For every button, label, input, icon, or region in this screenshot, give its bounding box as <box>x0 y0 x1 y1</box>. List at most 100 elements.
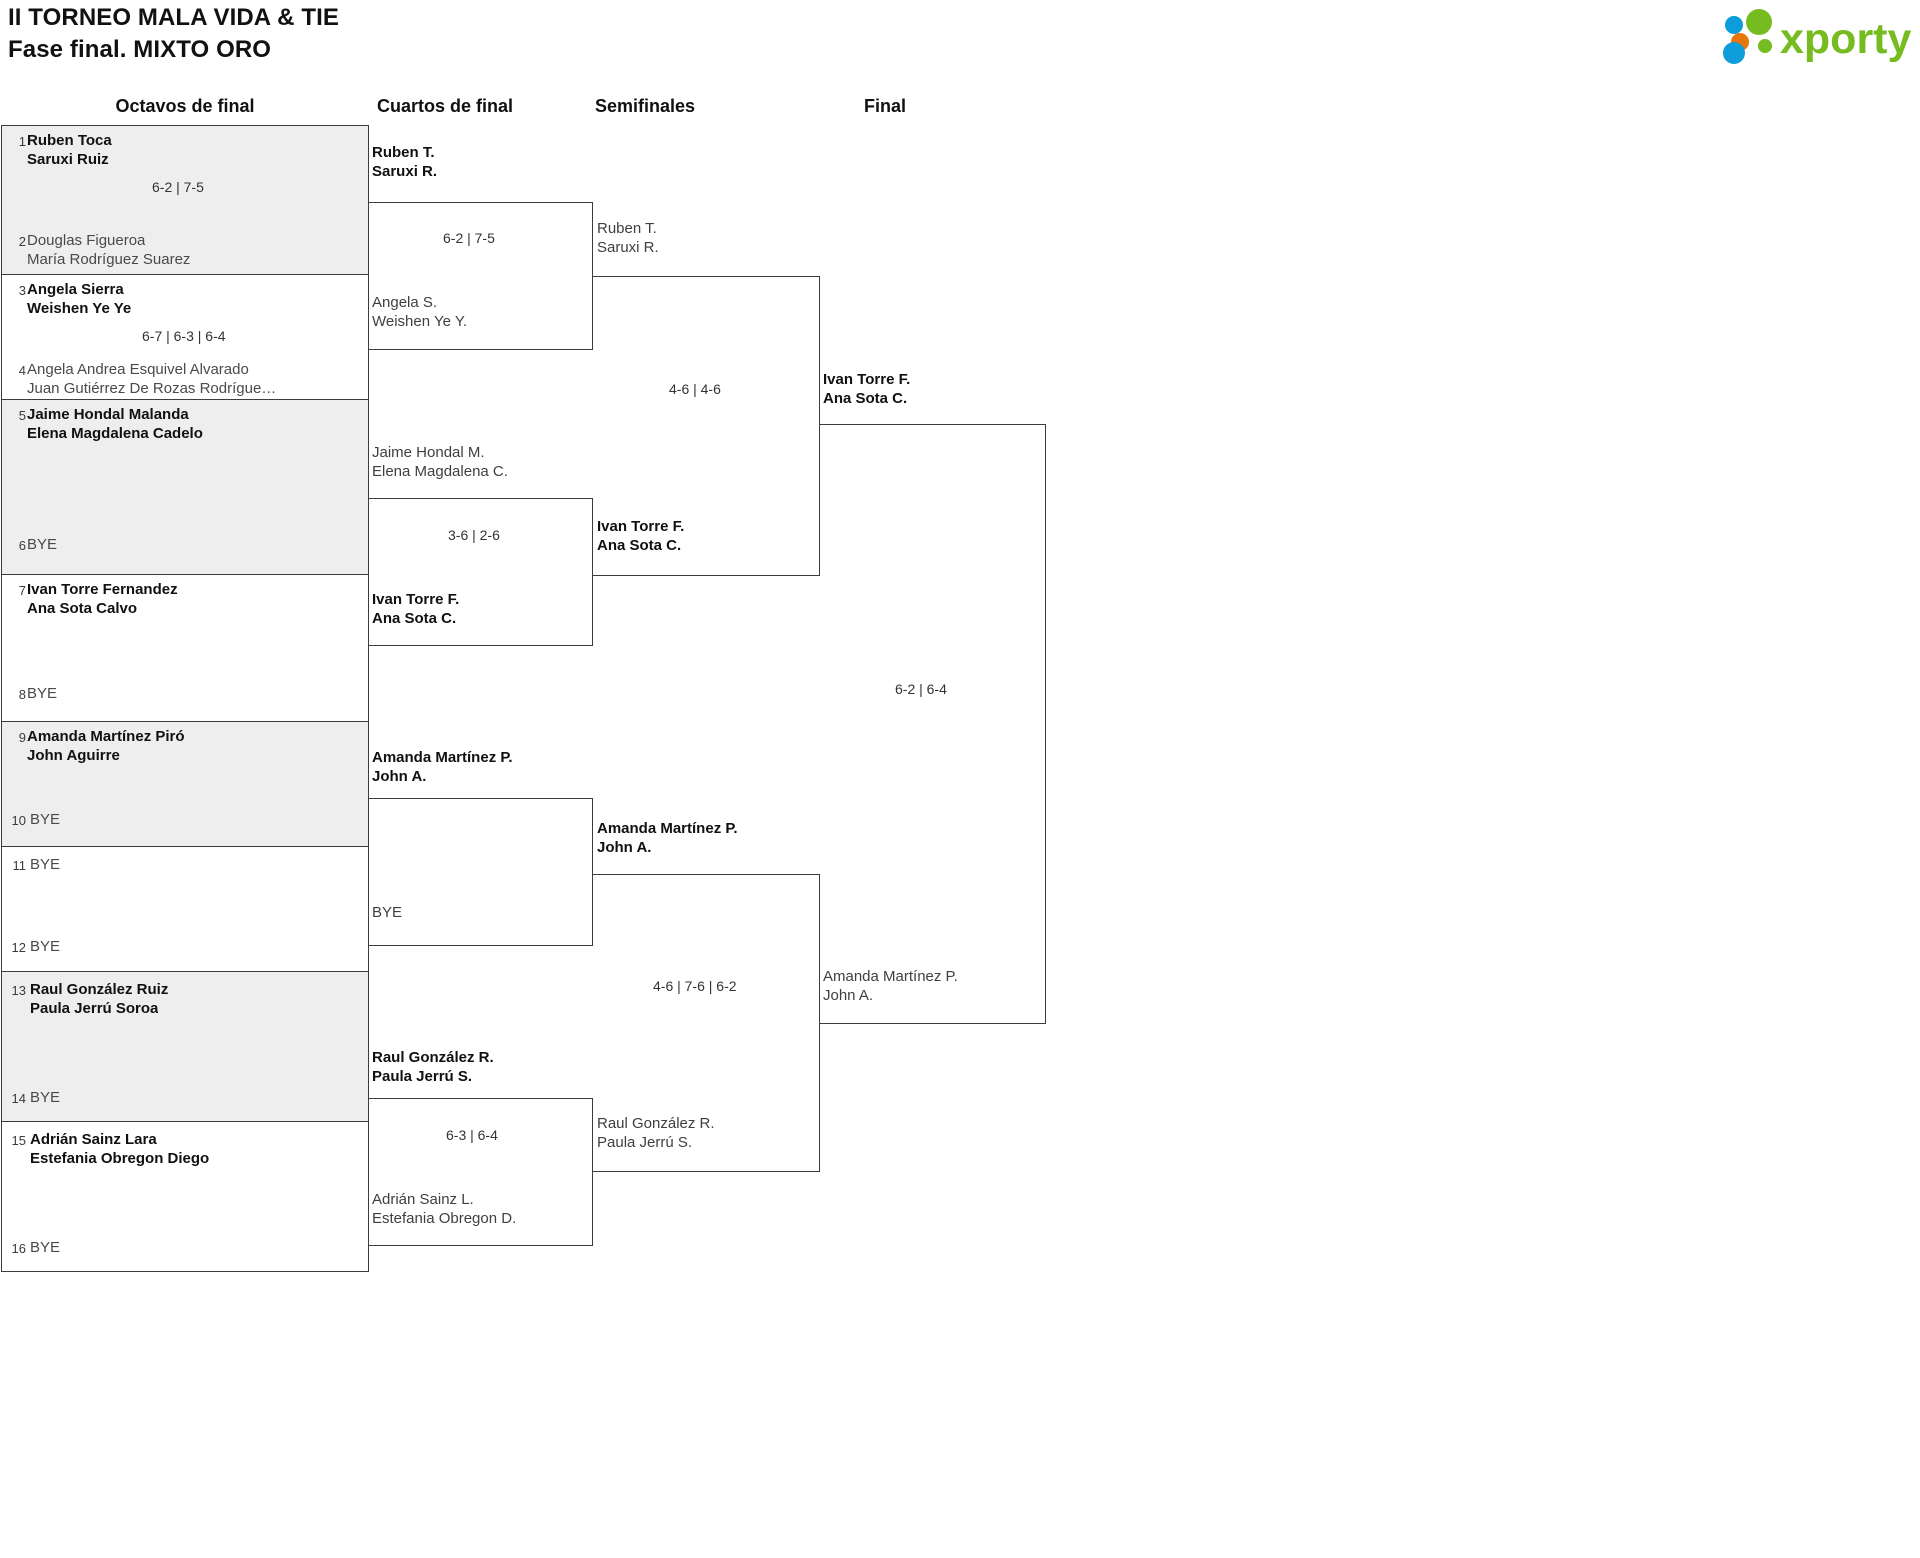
r1-match-7[interactable]: 13 Raul González Ruiz Paula Jerrú Soroa … <box>1 972 369 1122</box>
team-name-line1: BYE <box>30 1089 61 1106</box>
seed-number: 6 <box>18 538 26 553</box>
team-name-line2: John Aguirre <box>27 747 120 764</box>
r1-match-5[interactable]: 9 Amanda Martínez Piró John Aguirre 10 B… <box>1 722 369 847</box>
seed-number: 13 <box>11 983 26 998</box>
r1-match-3[interactable]: 5 Jaime Hondal Malanda Elena Magdalena C… <box>1 400 369 575</box>
team-name-line1: Raul González R. <box>372 1049 494 1066</box>
r1-match-2[interactable]: 3 Angela Sierra Weishen Ye Ye 6-7 | 6-3 … <box>1 275 369 400</box>
team-name-line1: Ivan Torre F. <box>372 591 460 608</box>
r1-match-8[interactable]: 15 Adrián Sainz Lara Estefania Obregon D… <box>1 1122 369 1272</box>
r2-connector-1 <box>369 202 593 350</box>
team-name-line1: Adrián Sainz Lara <box>30 1131 157 1148</box>
r2-match-4-team2[interactable]: Adrián Sainz L. Estefania Obregon D. <box>372 1190 516 1228</box>
team-name-line2: Saruxi Ruiz <box>27 151 109 168</box>
team-name-line1: BYE <box>30 811 61 828</box>
team-name-line1: BYE <box>372 904 403 921</box>
team-name-line1: Douglas Figueroa <box>27 232 146 249</box>
team-name-line2: Elena Magdalena C. <box>372 463 508 480</box>
r3-match-1-score: 4-6 | 4-6 <box>669 381 721 397</box>
r4-match-1-team2[interactable]: Amanda Martínez P. John A. <box>823 967 958 1005</box>
seed-number: 15 <box>11 1133 26 1148</box>
round-header-octavos: Octavos de final <box>115 96 255 116</box>
team-name-line1: Jaime Hondal Malanda <box>27 406 189 423</box>
team-name-line2: Elena Magdalena Cadelo <box>27 425 203 442</box>
team-name-line2: John A. <box>372 768 427 785</box>
r3-connector-1 <box>593 276 820 576</box>
team-name-line1: Ivan Torre F. <box>823 371 911 388</box>
seed-number: 4 <box>18 363 26 378</box>
team-name-line1: BYE <box>30 938 61 955</box>
r2-match-1-team1[interactable]: Ruben T. Saruxi R. <box>372 143 437 181</box>
r2-match-2-team2[interactable]: Ivan Torre F. Ana Sota C. <box>372 590 459 628</box>
team-name-line2: Ana Sota Calvo <box>27 600 138 617</box>
r2-connector-4 <box>369 1098 593 1246</box>
team-name-line1: Angela S. <box>372 294 438 311</box>
seed-number: 2 <box>18 234 26 249</box>
r2-connector-2 <box>369 498 593 646</box>
r2-match-3-team1[interactable]: Amanda Martínez P. John A. <box>372 748 513 786</box>
team-name-line1: Amanda Martínez P. <box>597 820 738 837</box>
team-name-line1: Ruben T. <box>597 220 657 237</box>
r3-match-1-team2[interactable]: Ivan Torre F. Ana Sota C. <box>597 517 684 555</box>
team-name-line1: Raul González Ruiz <box>30 981 169 998</box>
team-name-line2: Ana Sota C. <box>823 390 908 407</box>
team-name-line2: Saruxi R. <box>597 239 659 256</box>
team-name-line2: Paula Jerrú S. <box>372 1068 473 1085</box>
r2-match-4-score: 6-3 | 6-4 <box>446 1127 498 1143</box>
r2-match-3-team2[interactable]: BYE <box>372 903 402 922</box>
team-name-line1: Adrián Sainz L. <box>372 1191 474 1208</box>
team-name-line2: Estefania Obregon D. <box>372 1210 517 1227</box>
seed-number: 8 <box>18 687 26 702</box>
team-name-line2: John A. <box>597 839 652 856</box>
r2-match-1-team2[interactable]: Angela S. Weishen Ye Y. <box>372 293 467 331</box>
team-name-line2: Ana Sota C. <box>597 537 682 554</box>
team-name-line1: BYE <box>30 856 61 873</box>
seed-number: 12 <box>11 940 26 955</box>
team-name-line1: BYE <box>30 1239 61 1256</box>
team-name-line2: Juan Gutiérrez De Rozas Rodrígue… <box>27 380 277 397</box>
team-name-line2: Weishen Ye Y. <box>372 313 468 330</box>
svg-text:xporty: xporty <box>1780 15 1912 63</box>
team-name-line1: Ivan Torre F. <box>597 518 685 535</box>
r4-connector-1 <box>819 424 1046 1024</box>
r3-match-2-team1[interactable]: Amanda Martínez P. John A. <box>597 819 738 857</box>
team-name-line1: Angela Andrea Esquivel Alvarado <box>27 361 249 378</box>
team-name-line2: Estefania Obregon Diego <box>30 1150 210 1167</box>
seed-number: 16 <box>11 1241 26 1256</box>
team-name-line1: Ruben Toca <box>27 132 112 149</box>
r2-match-2-team1[interactable]: Jaime Hondal M. Elena Magdalena C. <box>372 443 508 481</box>
r4-match-1-team1[interactable]: Ivan Torre F. Ana Sota C. <box>823 370 910 408</box>
round-header-semifinales: Semifinales <box>594 96 696 116</box>
team-name-line1: Amanda Martínez P. <box>823 968 958 985</box>
team-name-line1: Raul González R. <box>597 1115 715 1132</box>
r1-match-1[interactable]: 1 Ruben Toca Saruxi Ruiz 6-2 | 7-5 2 Dou… <box>1 125 369 275</box>
team-name-line1: Amanda Martínez P. <box>372 749 513 766</box>
seed-number: 1 <box>18 134 26 149</box>
xporty-logo[interactable]: xporty <box>1712 8 1912 64</box>
seed-number: 10 <box>11 813 26 828</box>
team-name-line1: BYE <box>27 536 58 553</box>
team-name-line2: Saruxi R. <box>372 163 438 180</box>
team-name-line2: John A. <box>823 987 874 1004</box>
r3-match-2-team2[interactable]: Raul González R. Paula Jerrú S. <box>597 1114 715 1152</box>
team-name-line1: BYE <box>27 685 58 702</box>
team-name-line1: Amanda Martínez Piró <box>27 728 185 745</box>
team-name-line1: Ivan Torre Fernandez <box>27 581 178 598</box>
tournament-name: II TORNEO MALA VIDA & TIE <box>8 4 339 31</box>
r2-match-2-score: 3-6 | 2-6 <box>448 527 500 543</box>
r2-match-4-team1[interactable]: Raul González R. Paula Jerrú S. <box>372 1048 494 1086</box>
r2-match-1-score: 6-2 | 7-5 <box>443 230 495 246</box>
match-score: 6-2 | 7-5 <box>152 179 204 195</box>
team-name-line2: Ana Sota C. <box>372 610 457 627</box>
seed-number: 5 <box>18 408 26 423</box>
r3-match-2-score: 4-6 | 7-6 | 6-2 <box>653 978 737 994</box>
team-name-line1: Jaime Hondal M. <box>372 444 485 461</box>
team-name-line2: Paula Jerrú S. <box>597 1134 693 1151</box>
r1-match-6[interactable]: 11 BYE 12 BYE <box>1 847 369 972</box>
round-header-final: Final <box>863 96 906 116</box>
team-name-line2: Paula Jerrú Soroa <box>30 1000 159 1017</box>
r3-match-1-team1[interactable]: Ruben T. Saruxi R. <box>597 219 659 257</box>
r1-match-4[interactable]: 7 Ivan Torre Fernandez Ana Sota Calvo 8 … <box>1 575 369 722</box>
team-name-line1: Angela Sierra <box>27 281 124 298</box>
